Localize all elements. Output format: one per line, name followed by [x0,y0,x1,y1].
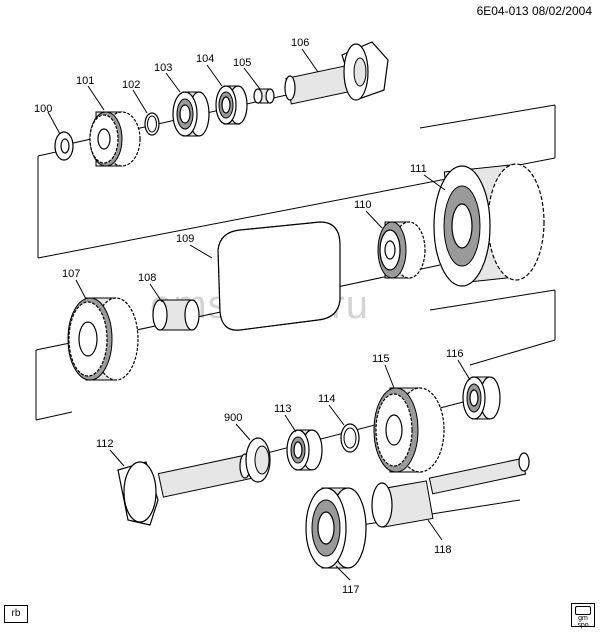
label-116: 116 [446,348,464,360]
label-900: 900 [224,412,242,424]
label-114: 114 [318,393,336,405]
part-105-bushing [253,88,275,104]
part-110-gear [377,221,426,279]
drawing-reference: 6E04-013 08/02/2004 [476,4,592,18]
label-104: 104 [196,53,214,65]
label-111: 111 [410,163,427,175]
callout-labels: 100 101 102 103 104 105 106 107 108 109 … [34,37,464,596]
axis-line-bottom [239,394,491,461]
part-116-bearing [462,376,501,420]
part-106-shaft [284,41,389,105]
group-frame-lower [35,289,556,421]
label-102: 102 [122,79,140,91]
part-107-gear [67,297,139,381]
part-117-bearing [305,487,367,569]
part-112-shaft [117,453,252,526]
label-107: 107 [62,268,80,280]
label-113: 113 [274,403,292,415]
label-118: 118 [434,544,452,556]
part-114-snap-ring [340,423,360,453]
part-103-bearing [172,91,210,137]
label-103: 103 [154,62,172,74]
rb-badge: rb [4,605,28,623]
label-115: 115 [372,353,390,365]
gm-logo-text: gm spo [577,615,589,629]
label-100: 100 [34,103,52,115]
label-110: 110 [354,199,372,211]
part-118-shaft [371,452,530,528]
part-113-bearing [286,429,323,471]
part-100-washer [54,131,74,161]
part-115-gear [373,387,445,473]
label-117: 117 [342,584,360,596]
label-101: 101 [76,75,94,87]
part-102-snap-ring [144,112,160,136]
gm-logo-mark [575,606,591,615]
label-109: 109 [176,233,194,245]
part-111-carrier [433,163,545,287]
label-112: 112 [96,438,114,450]
part-108-sleeve [152,299,200,331]
gm-spo-logo: gm spo [571,603,595,629]
part-101-gear [89,111,141,167]
label-105: 105 [233,57,251,69]
label-106: 106 [291,37,309,49]
part-104-bearing [215,85,248,125]
part-900-seal [245,437,271,483]
part-109-chain [217,221,341,331]
leader-lines [47,48,471,581]
label-108: 108 [138,272,156,284]
